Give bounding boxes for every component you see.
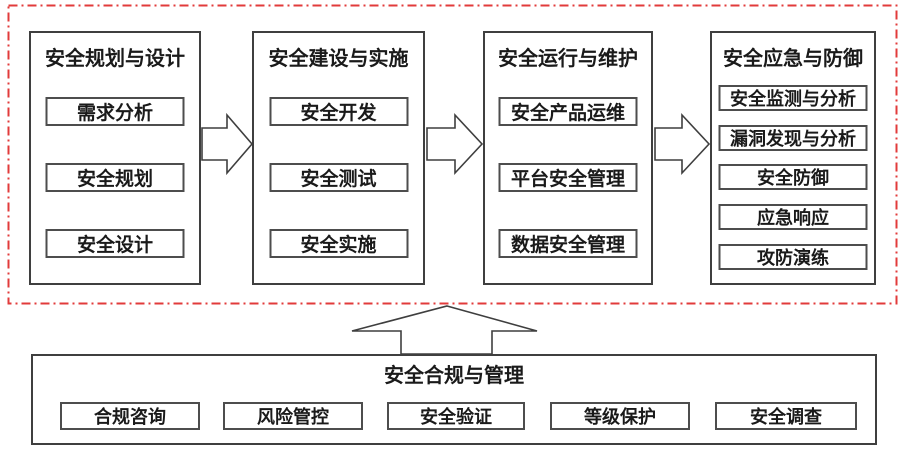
phase-title: 安全应急与防御 [723, 48, 863, 70]
phase-item: 平台安全管理 [498, 163, 638, 192]
phase-item: 安全产品运维 [498, 97, 638, 126]
phase-item: 漏洞发现与分析 [718, 125, 868, 151]
phase-item: 应急响应 [718, 204, 868, 230]
phase-item: 需求分析 [45, 97, 185, 126]
flow-arrow-right-icon [201, 112, 254, 176]
phase-item: 安全测试 [269, 163, 408, 192]
phase-column-build-implement: 安全建设与实施 安全开发 安全测试 安全实施 [252, 31, 425, 285]
phase-column-planning-design: 安全规划与设计 需求分析 安全规划 安全设计 [29, 31, 201, 285]
phase-item: 安全规划 [45, 163, 185, 192]
support-arrow-up-icon [351, 305, 538, 355]
phase-item: 安全设计 [45, 229, 185, 258]
phase-column-emergency-defense: 安全应急与防御 安全监测与分析 漏洞发现与分析 安全防御 应急响应 攻防演练 [710, 31, 876, 285]
lifecycle-highlight-frame [7, 4, 898, 305]
foundation-item: 风险管控 [223, 402, 363, 430]
phase-title: 安全规划与设计 [45, 48, 185, 70]
flow-arrow-right-icon [654, 112, 711, 176]
foundation-box-compliance-management: 安全合规与管理 合规咨询 风险管控 安全验证 等级保护 安全调查 [31, 354, 877, 445]
phase-column-operate-maintain: 安全运行与维护 安全产品运维 平台安全管理 数据安全管理 [483, 31, 653, 285]
foundation-item: 安全调查 [715, 402, 857, 430]
foundation-item: 合规咨询 [60, 402, 200, 430]
phase-item: 攻防演练 [718, 244, 868, 270]
foundation-item: 安全验证 [387, 402, 525, 430]
phase-item: 数据安全管理 [498, 229, 638, 258]
foundation-title: 安全合规与管理 [384, 365, 524, 387]
phase-title: 安全建设与实施 [268, 48, 409, 70]
phase-item: 安全实施 [269, 229, 408, 258]
phase-title: 安全运行与维护 [498, 48, 638, 70]
phase-item: 安全防御 [718, 164, 868, 190]
phase-item: 安全开发 [269, 97, 408, 126]
flow-arrow-right-icon [426, 112, 484, 176]
phase-item: 安全监测与分析 [718, 85, 868, 111]
foundation-item: 等级保护 [550, 402, 690, 430]
